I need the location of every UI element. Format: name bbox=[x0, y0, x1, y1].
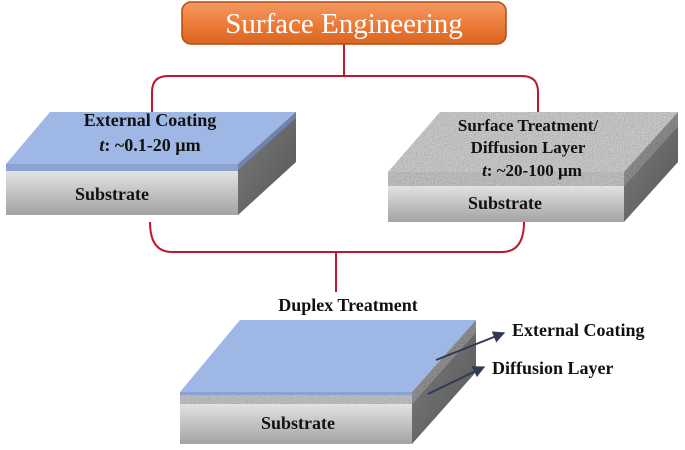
treatment-label-line3: t: ~20-100 µm bbox=[482, 161, 582, 180]
diffusion-pointer-arrow bbox=[427, 366, 486, 395]
treatment-block: Surface Treatment/ Diffusion Layer t: ~2… bbox=[388, 112, 678, 222]
duplex-title: Duplex Treatment bbox=[278, 295, 418, 315]
pointer-label-diffusion: Diffusion Layer bbox=[492, 358, 614, 378]
treatment-block-side bbox=[624, 126, 678, 222]
coating-block-front-coat bbox=[6, 164, 238, 171]
duplex-block-front bbox=[180, 404, 412, 444]
treatment-label-line1: Surface Treatment/ bbox=[458, 116, 598, 135]
duplex-block-front-coat bbox=[180, 392, 412, 395]
duplex-substrate-label: Substrate bbox=[261, 413, 335, 433]
coating-thickness-symbol: t bbox=[99, 135, 105, 155]
duplex-block: Substrate bbox=[180, 320, 476, 444]
title-box: Surface Engineering bbox=[181, 1, 507, 45]
connector-lines bbox=[149, 44, 539, 292]
duplex-pointers: External Coating Diffusion Layer bbox=[427, 320, 645, 395]
treatment-block-front bbox=[388, 186, 624, 222]
coating-block-side bbox=[238, 112, 296, 215]
duplex-block-top bbox=[180, 320, 476, 392]
pointer-label-coating: External Coating bbox=[512, 320, 645, 340]
coating-pointer-arrow bbox=[435, 331, 506, 361]
treatment-label-line2: Diffusion Layer bbox=[471, 138, 586, 157]
coating-label-line2: t: ~0.1-20 µm bbox=[99, 135, 200, 155]
coating-block-top bbox=[6, 112, 296, 164]
coating-block: External Coating t: ~0.1-20 µm Substrate bbox=[6, 110, 296, 215]
coating-label-line1: External Coating bbox=[84, 110, 217, 130]
treatment-thickness-range: : ~20-100 µm bbox=[487, 161, 582, 180]
coating-block-side-layer bbox=[238, 112, 296, 170]
coating-block-front bbox=[6, 171, 238, 215]
duplex-block-side bbox=[412, 332, 476, 444]
treatment-thickness-symbol: t bbox=[482, 161, 488, 180]
coating-thickness-range: : ~0.1-20 µm bbox=[104, 135, 200, 155]
bottom-bracket-line bbox=[149, 212, 525, 253]
coating-substrate-label: Substrate bbox=[75, 184, 149, 204]
treatment-substrate-label: Substrate bbox=[468, 193, 542, 213]
top-bracket-line bbox=[151, 75, 539, 112]
title-text: Surface Engineering bbox=[225, 8, 463, 40]
